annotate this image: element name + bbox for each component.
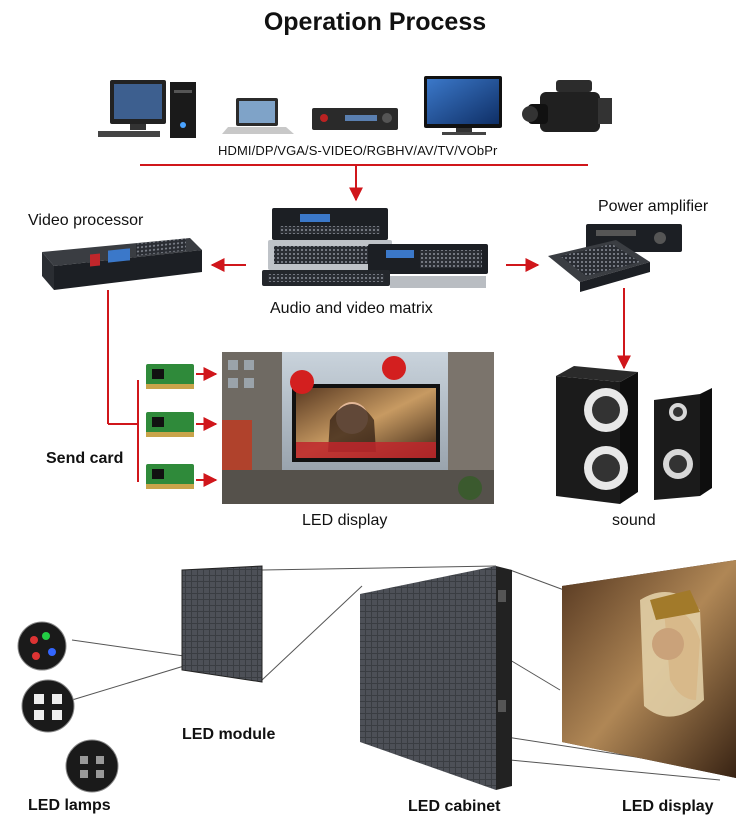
power-amplifier-label: Power amplifier — [598, 198, 709, 215]
signal-types-label: HDMI/DP/VGA/S-VIDEO/RGBHV/AV/TV/VObPr — [218, 143, 498, 158]
media-player-icon — [312, 108, 398, 130]
send-card-label: Send card — [46, 450, 124, 467]
av-matrix-label: Audio and video matrix — [270, 300, 433, 317]
led-display-image — [562, 560, 736, 778]
speakers-illustration — [556, 366, 712, 504]
led-lamps-illustration — [17, 621, 119, 793]
sound-label: sound — [612, 512, 656, 529]
led-display-photo — [222, 352, 494, 504]
desktop-computer-icon — [98, 80, 196, 138]
processor-to-cards-lines — [107, 290, 139, 482]
led-cabinet-label: LED cabinet — [408, 798, 501, 815]
television-icon — [424, 76, 502, 135]
led-cabinet-illustration — [360, 566, 512, 790]
led-module-illustration — [181, 565, 263, 683]
video-processor-illustration — [42, 238, 202, 290]
led-module-label: LED module — [182, 726, 276, 743]
led-lamps-label: LED lamps — [28, 797, 111, 814]
led-display-bottom-label: LED display — [622, 798, 714, 815]
av-matrix-illustration — [262, 208, 488, 288]
video-camera-icon — [522, 80, 612, 132]
page-title: Operation Process — [263, 8, 487, 36]
signal-bus — [140, 164, 588, 202]
send-card-illustrations — [146, 364, 218, 489]
video-processor-label: Video processor — [28, 212, 144, 229]
laptop-icon — [222, 98, 294, 134]
led-display-top-label: LED display — [302, 512, 388, 529]
power-amplifier-illustration — [548, 224, 682, 292]
